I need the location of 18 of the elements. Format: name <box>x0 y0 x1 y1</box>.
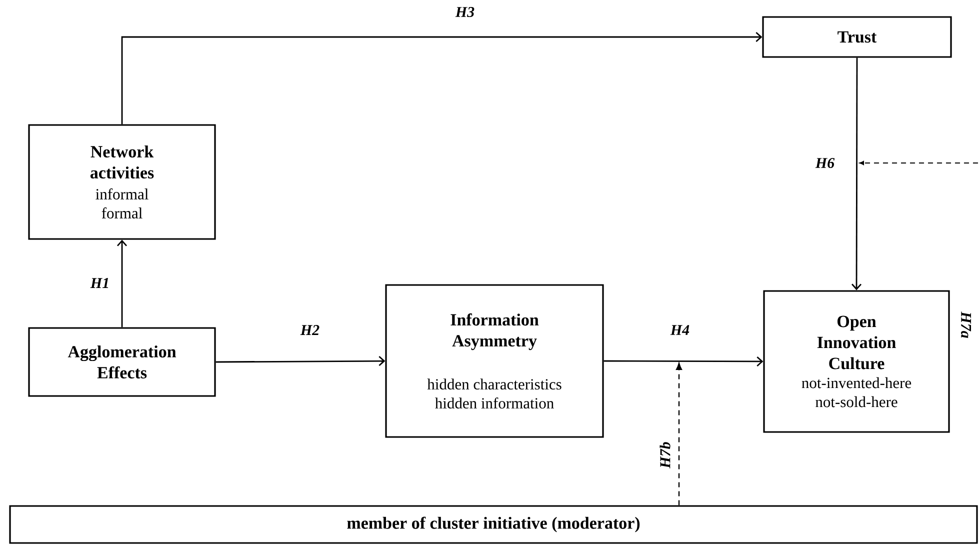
edge-label: H4 <box>670 325 690 335</box>
arrow <box>216 356 386 366</box>
construct-box: Information Asymmetry hidden characteristics hidden information <box>385 284 604 438</box>
arrow <box>121 32 762 124</box>
edge-label: H6 <box>815 158 835 168</box>
edge-label: H3 <box>455 6 474 18</box>
arrow <box>852 58 862 290</box>
moderator-box: member of cluster initiative (moderator) <box>9 505 978 544</box>
construct-box: Trust <box>762 16 952 58</box>
construct-box: Agglomeration Effects <box>28 327 216 397</box>
construct-box: Network activities informal formal <box>28 124 216 240</box>
edge-label: H2 <box>300 325 320 335</box>
edge-label: H7b <box>660 442 670 468</box>
edge-label: H1 <box>90 278 108 288</box>
construct-box: Open Innovation Culture not-invented-here not-sold-here <box>763 290 950 433</box>
arrow <box>604 356 764 366</box>
arrow <box>116 240 128 328</box>
moderator-arrow <box>676 362 682 506</box>
